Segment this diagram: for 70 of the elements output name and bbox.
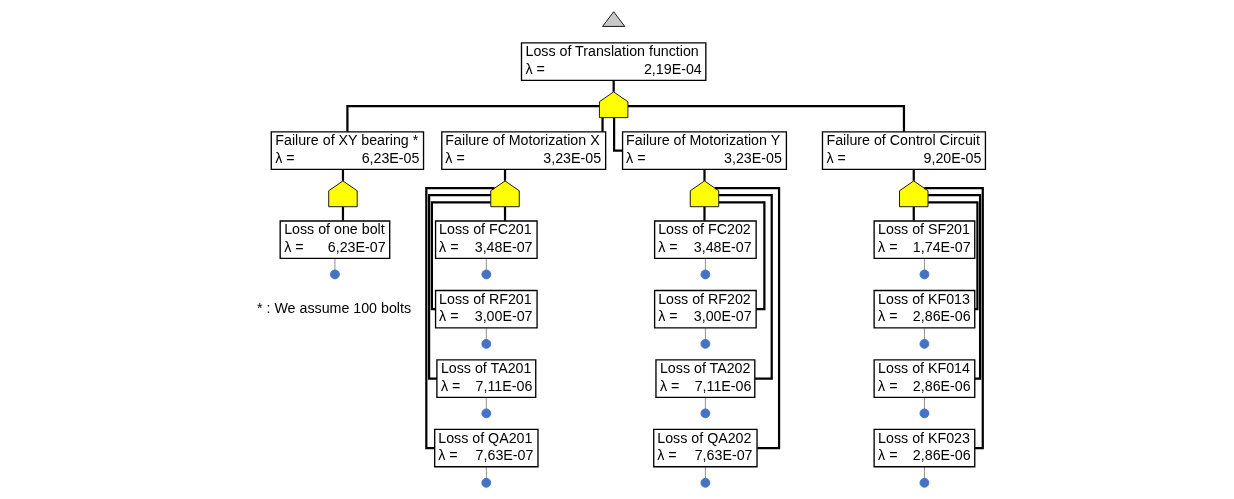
connector (705, 258, 706, 271)
connector (924, 397, 925, 409)
node-circle (700, 408, 711, 419)
connector (334, 258, 336, 271)
connector (703, 169, 706, 181)
connector (486, 466, 487, 479)
node-triangle (602, 11, 626, 27)
connector (703, 206, 706, 221)
label: * : We assume 100 bolts (257, 299, 412, 316)
connector (425, 186, 495, 450)
node-circle (919, 408, 930, 419)
connector (612, 80, 615, 92)
node-circle (700, 477, 711, 488)
connector (714, 186, 781, 450)
node-box: Failure of Control Circuit λ = 9,20E-05 (821, 131, 987, 171)
node-circle (481, 477, 492, 488)
connector (912, 206, 915, 221)
node-box: Loss of QA201 λ = 7,63E-07 (434, 428, 539, 468)
node-box: Loss of KF013 λ = 2,86E-06 (873, 289, 976, 329)
connector (705, 327, 706, 340)
node-box: Failure of Motorization Y λ = 3,23E-05 (621, 131, 788, 171)
node-gate (328, 180, 358, 208)
node-box: Loss of KF023 λ = 2,86E-06 (873, 428, 976, 468)
connector (341, 206, 345, 221)
node-gate (598, 91, 629, 119)
node-box: Loss of one bolt λ = 6,23E-07 (279, 220, 391, 260)
node-gate (899, 180, 929, 208)
node-circle (481, 408, 492, 419)
node-box: Failure of XY bearing * λ = 6,23E-05 (270, 131, 425, 171)
connector (705, 466, 706, 479)
node-box: Loss of QA202 λ = 7,63E-07 (653, 428, 758, 468)
connector (613, 117, 623, 152)
connector (924, 186, 984, 450)
connector (430, 201, 491, 311)
node-circle (919, 269, 930, 280)
connector (346, 105, 600, 132)
connector (719, 201, 766, 311)
connector (924, 466, 925, 479)
node-circle (330, 269, 340, 280)
node-circle (700, 269, 711, 280)
connector (924, 327, 925, 340)
node-box: Loss of SF201 λ = 1,74E-07 (873, 220, 976, 260)
node-box: Loss of TA201 λ = 7,11E-06 (436, 359, 537, 398)
node-box: Loss of TA202 λ = 7,11E-06 (655, 359, 756, 398)
connector (628, 105, 906, 132)
node-circle (919, 339, 930, 349)
node-box: Loss of RF201 λ = 3,00E-07 (434, 289, 538, 329)
node-box: Loss of FC201 λ = 3,48E-07 (434, 220, 538, 260)
node-box: Loss of RF202 λ = 3,00E-07 (653, 289, 757, 329)
node-circle (481, 339, 492, 349)
node-box: Loss of KF014 λ = 2,86E-06 (873, 359, 976, 398)
node-box: Loss of Translation function λ = 2,19E-04 (520, 42, 707, 81)
connector (718, 194, 773, 380)
node-box: Failure of Motorization X λ = 3,23E-05 (441, 131, 607, 171)
connector (503, 206, 507, 221)
connector (928, 201, 979, 311)
node-circle (700, 339, 711, 349)
connector (486, 258, 487, 271)
node-gate (490, 180, 520, 208)
node-box: Loss of FC202 λ = 3,48E-07 (653, 220, 757, 260)
connector (428, 194, 491, 380)
connector (705, 397, 706, 409)
node-circle (919, 477, 930, 488)
node-gate (689, 180, 720, 208)
node-circle (481, 269, 492, 280)
connector (486, 327, 487, 340)
connector (486, 397, 487, 409)
connector (928, 194, 982, 380)
connector (924, 258, 925, 271)
connector (601, 117, 604, 132)
